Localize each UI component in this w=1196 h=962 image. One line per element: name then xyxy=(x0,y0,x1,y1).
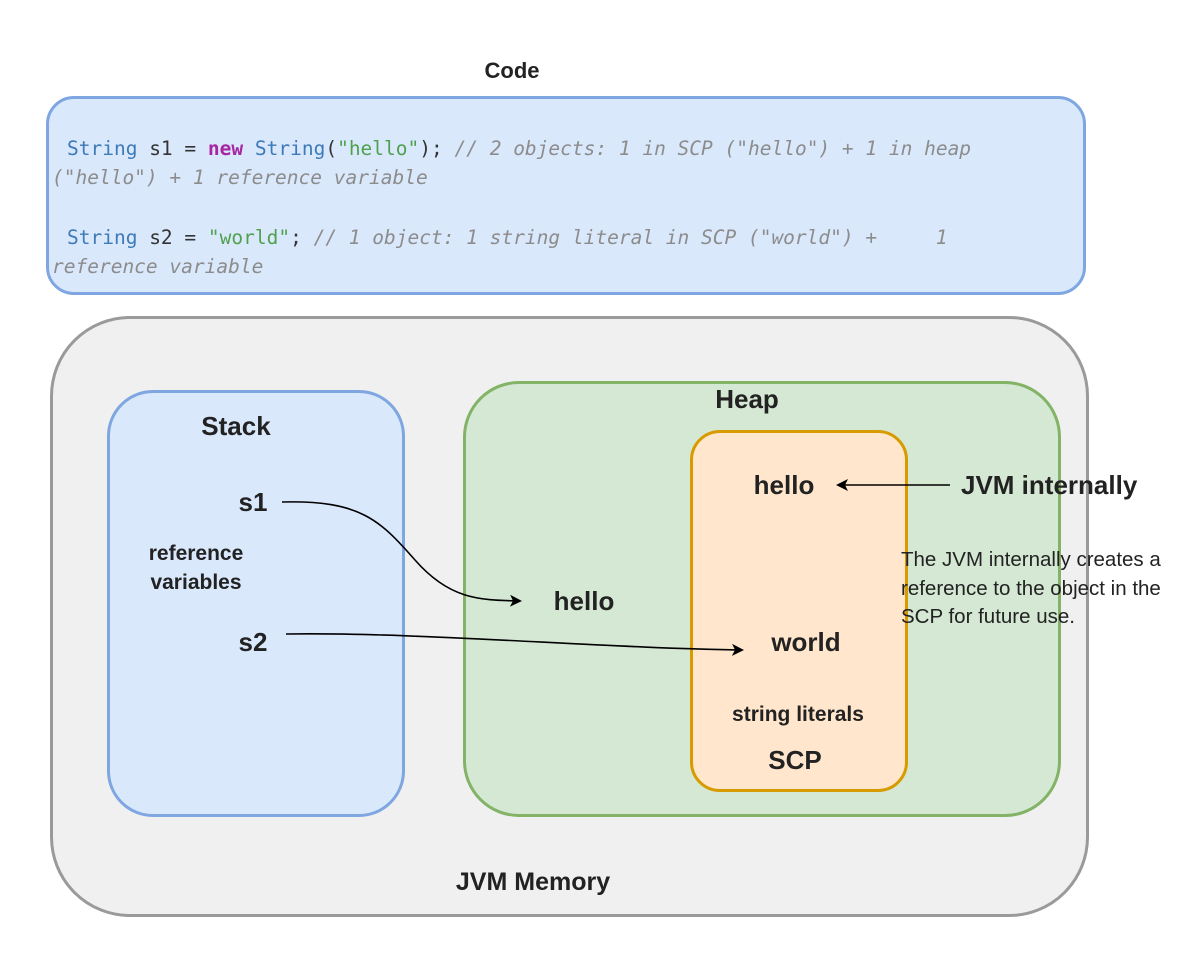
code-box xyxy=(46,96,1086,295)
stack-box xyxy=(107,390,405,817)
scp-box xyxy=(690,430,908,792)
arrow-s2-to-scp-world xyxy=(285,633,744,656)
code-comment: // 2 objects: 1 in SCP ("hello") + 1 in … xyxy=(442,137,972,160)
arrow-s1-to-heap-hello xyxy=(281,501,522,607)
code-text: s2 = xyxy=(137,226,208,249)
scp-literal-hello: hello xyxy=(753,470,815,500)
code-text: ( xyxy=(325,137,338,160)
jvm-memory-label: JVM Memory xyxy=(455,868,611,896)
scp-label: SCP xyxy=(768,745,822,775)
reference-variables-caption: reference variables xyxy=(149,539,244,597)
stack-label: Stack xyxy=(201,411,271,441)
code-text: s1 = xyxy=(137,137,208,160)
code-comment: // 1 object: 1 string literal in SCP ("w… xyxy=(301,226,948,249)
code-string-literal: "world" xyxy=(207,226,291,249)
code-keyword: new xyxy=(207,137,244,160)
caption-line: reference xyxy=(148,542,244,565)
code-type: String xyxy=(243,137,326,160)
code-text: ); xyxy=(419,137,443,160)
code-type: String xyxy=(67,137,138,160)
stack-variable-s1: s1 xyxy=(238,487,268,517)
code-string-literal: "hello" xyxy=(337,137,420,160)
jvm-internally-label: JVM internally xyxy=(961,470,1138,500)
code-line-2: String s2 = "world"; // 1 object: 1 stri… xyxy=(67,223,948,252)
code-title: Code xyxy=(484,58,540,83)
caption-line: variables xyxy=(150,571,242,594)
heap-object-hello: hello xyxy=(553,586,615,616)
heap-label: Heap xyxy=(715,384,779,414)
code-text: ; xyxy=(290,226,302,249)
scp-literal-world: world xyxy=(771,627,841,657)
jvm-internal-note: The JVM internally creates a reference t… xyxy=(901,548,1161,628)
stack-variable-s2: s2 xyxy=(238,627,268,657)
code-line-1: String s1 = new String("hello"); // 2 ob… xyxy=(67,134,971,163)
code-comment-continuation: reference variable xyxy=(52,255,264,278)
string-literals-caption: string literals xyxy=(732,703,864,726)
code-type: String xyxy=(67,226,138,249)
code-comment-continuation: ("hello") + 1 reference variable xyxy=(52,166,428,189)
